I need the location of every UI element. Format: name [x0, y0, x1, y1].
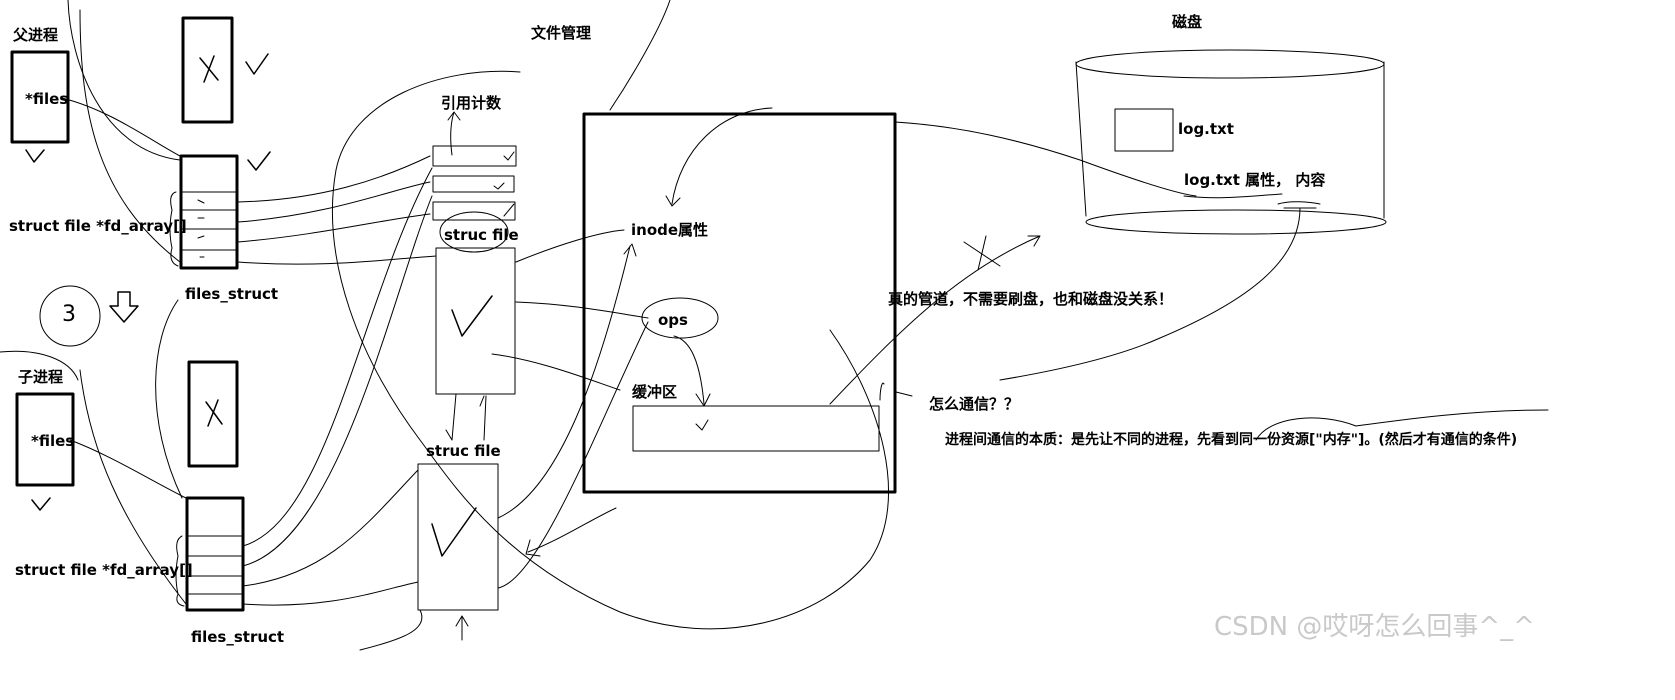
label-files-struct-child: files_struct — [191, 628, 285, 646]
fd-brace — [169, 191, 179, 267]
arrow-to-ops — [515, 301, 649, 319]
struc-file-bottom-box — [417, 463, 499, 611]
label-fd-array-parent: struct file *fd_array[] — [9, 217, 187, 235]
child-task-box — [15, 392, 75, 487]
file-object-frame — [582, 112, 897, 494]
check-mark — [431, 507, 477, 557]
arrow-to-inode — [515, 229, 625, 263]
arrow-files-to-fdtable — [69, 439, 187, 499]
label-buffer: 缓冲区 — [632, 383, 678, 401]
parent-x-mark — [199, 55, 219, 83]
label-files-parent: *files — [25, 90, 69, 108]
child-x-box — [187, 360, 239, 468]
label-files-child: *files — [31, 432, 75, 450]
label-ref-count: 引用计数 — [441, 94, 502, 112]
label-parent-process: 父进程 — [13, 26, 59, 44]
label-struc-file-bottom: struc file — [426, 442, 501, 460]
fd-brace — [175, 535, 185, 607]
buffer-box — [632, 405, 880, 452]
refcount-bar-1 — [432, 145, 517, 167]
disk-cylinder-top — [1075, 49, 1385, 79]
check-mark — [31, 497, 51, 511]
child-x-mark — [205, 399, 223, 427]
arrow-to-buffer — [491, 353, 621, 391]
child-fd-array-rows — [186, 535, 244, 595]
arrow-files-to-fdtable — [61, 97, 181, 157]
down-arrow — [109, 291, 139, 323]
struc-file-oval — [439, 211, 509, 253]
parent-fd-array-table — [179, 154, 239, 270]
refcount-bar-2 — [432, 175, 515, 193]
parent-task-box — [10, 50, 70, 144]
parent-x-box — [181, 16, 234, 124]
label-struc-file-top: struc file — [444, 226, 519, 244]
label-ops: ops — [658, 311, 688, 329]
check-mark — [25, 149, 45, 163]
label-inode-attr: inode属性 — [631, 221, 709, 239]
csdn-watermark: CSDN @哎呀怎么回事^_^ — [1214, 612, 1535, 642]
disk-cylinder-body — [1075, 61, 1385, 219]
disk-cylinder-bottom — [1085, 209, 1387, 235]
refcount-bar-3 — [432, 201, 516, 221]
label-log-txt-attr: log.txt 属性， 内容 — [1184, 171, 1326, 189]
label-fd-array-child: struct file *fd_array[] — [15, 561, 193, 579]
parent-fd-array-rows — [180, 191, 238, 251]
refcount-arrow — [447, 111, 461, 156]
label-file-management: 文件管理 — [531, 24, 592, 42]
label-log-txt: log.txt — [1178, 120, 1234, 138]
label-how-communicate: 怎么通信？？ — [929, 395, 1020, 413]
label-files-struct-parent: files_struct — [185, 285, 279, 303]
label-ipc-essence: 进程间通信的本质：是先让不同的进程，先看到同一份资源["内存"]。(然后才有通信… — [945, 432, 1518, 448]
log-txt-file-box — [1114, 108, 1174, 152]
label-disk: 磁盘 — [1172, 13, 1203, 31]
check-mark — [451, 295, 493, 337]
label-child-process: 子进程 — [18, 368, 64, 386]
check-mark — [245, 53, 269, 75]
scribble — [197, 199, 205, 258]
label-digit-three: 3 — [62, 302, 76, 327]
circled-three — [39, 285, 101, 347]
check-mark — [247, 151, 271, 171]
struc-file-top-box — [435, 247, 516, 395]
child-fd-array-table — [185, 496, 245, 612]
label-real-pipe: 真的管道，不需要刷盘，也和磁盘没关系！ — [888, 290, 1174, 308]
